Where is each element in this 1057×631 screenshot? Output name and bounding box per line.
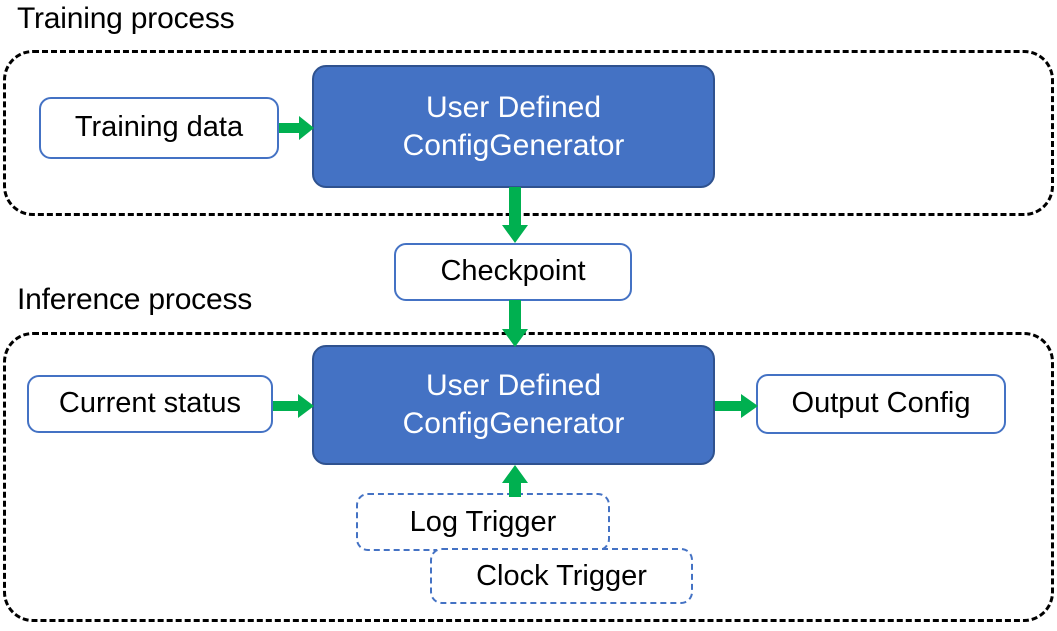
node-train-generator-line2: ConfigGenerator — [402, 128, 625, 162]
node-train-user-defined-configgenerator[interactable]: User Defined ConfigGenerator — [312, 65, 715, 188]
training-process-container — [3, 50, 1054, 216]
inference-process-title: Inference process — [17, 283, 253, 316]
node-clock-trigger[interactable]: Clock Trigger — [430, 548, 693, 604]
node-current-status[interactable]: Current status — [27, 375, 273, 433]
node-infer-generator-line1: User Defined — [425, 369, 602, 402]
arrow-log-trigger-to-generator-icon — [500, 465, 530, 497]
node-training-data[interactable]: Training data — [39, 97, 279, 159]
arrow-current-status-to-generator-icon — [273, 391, 315, 421]
arrow-checkpoint-to-generator-icon — [500, 300, 530, 348]
node-infer-user-defined-configgenerator[interactable]: User Defined ConfigGenerator — [312, 345, 715, 465]
node-train-generator-line1: User Defined — [425, 90, 602, 124]
node-output-config[interactable]: Output Config — [756, 374, 1006, 434]
node-log-trigger[interactable]: Log Trigger — [356, 493, 610, 551]
node-infer-generator-line2: ConfigGenerator — [402, 407, 625, 440]
arrow-generator-to-checkpoint-icon — [500, 187, 530, 245]
training-process-title: Training process — [17, 2, 235, 35]
inference-process-container — [3, 332, 1054, 622]
arrow-generator-to-output-config-icon — [715, 391, 759, 421]
arrow-training-data-to-generator-icon — [279, 113, 315, 143]
node-checkpoint[interactable]: Checkpoint — [394, 243, 632, 301]
